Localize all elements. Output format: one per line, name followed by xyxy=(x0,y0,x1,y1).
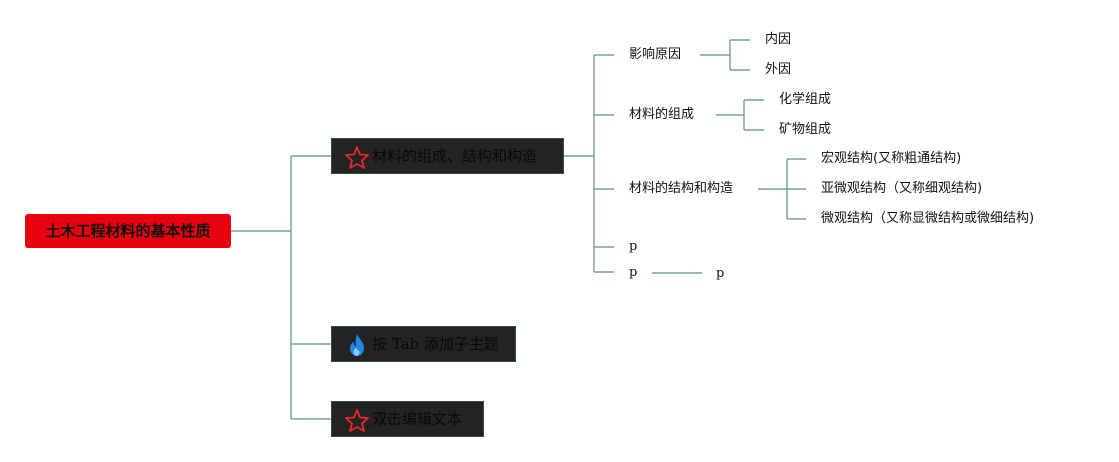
topic-add-subtopic[interactable]: 按 Tab 添加子主题 xyxy=(331,326,516,362)
topic-composition-structure[interactable]: 材料的组成、结构和构造 xyxy=(331,138,564,174)
leaf-submicro-structure[interactable]: 亚微观结构（又称细观结构) xyxy=(821,181,983,196)
leaf-mineral-composition[interactable]: 矿物组成 xyxy=(779,122,832,137)
topic-double-click-edit[interactable]: 双击编辑文本 xyxy=(331,401,484,437)
root-topic[interactable]: 土木工程材料的基本性质 xyxy=(25,214,231,248)
star-outline-icon xyxy=(345,409,369,432)
star-outline-icon xyxy=(345,146,369,169)
topic-label: 材料的组成、结构和构造 xyxy=(372,147,538,165)
subtopic-material-composition[interactable]: 材料的组成 xyxy=(629,107,695,122)
leaf-chemical-composition[interactable]: 化学组成 xyxy=(779,92,832,107)
topic-label: 按 Tab 添加子主题 xyxy=(372,335,499,353)
topic-label: 双击编辑文本 xyxy=(372,410,463,428)
flame-icon xyxy=(350,334,364,356)
subtopic-structure-construction[interactable]: 材料的结构和构造 xyxy=(629,181,734,196)
subtopic-p[interactable]: p xyxy=(629,239,638,254)
leaf-p[interactable]: p xyxy=(716,266,725,281)
subtopic-p[interactable]: p xyxy=(629,265,638,280)
leaf-micro-structure[interactable]: 微观结构（又称显微结构或微细结构) xyxy=(821,211,1035,226)
leaf-external-cause[interactable]: 外因 xyxy=(765,62,792,77)
subtopic-influence-causes[interactable]: 影响原因 xyxy=(629,47,682,62)
leaf-macro-structure[interactable]: 宏观结构(又称粗通结构) xyxy=(821,151,962,166)
leaf-internal-cause[interactable]: 内因 xyxy=(765,32,792,47)
